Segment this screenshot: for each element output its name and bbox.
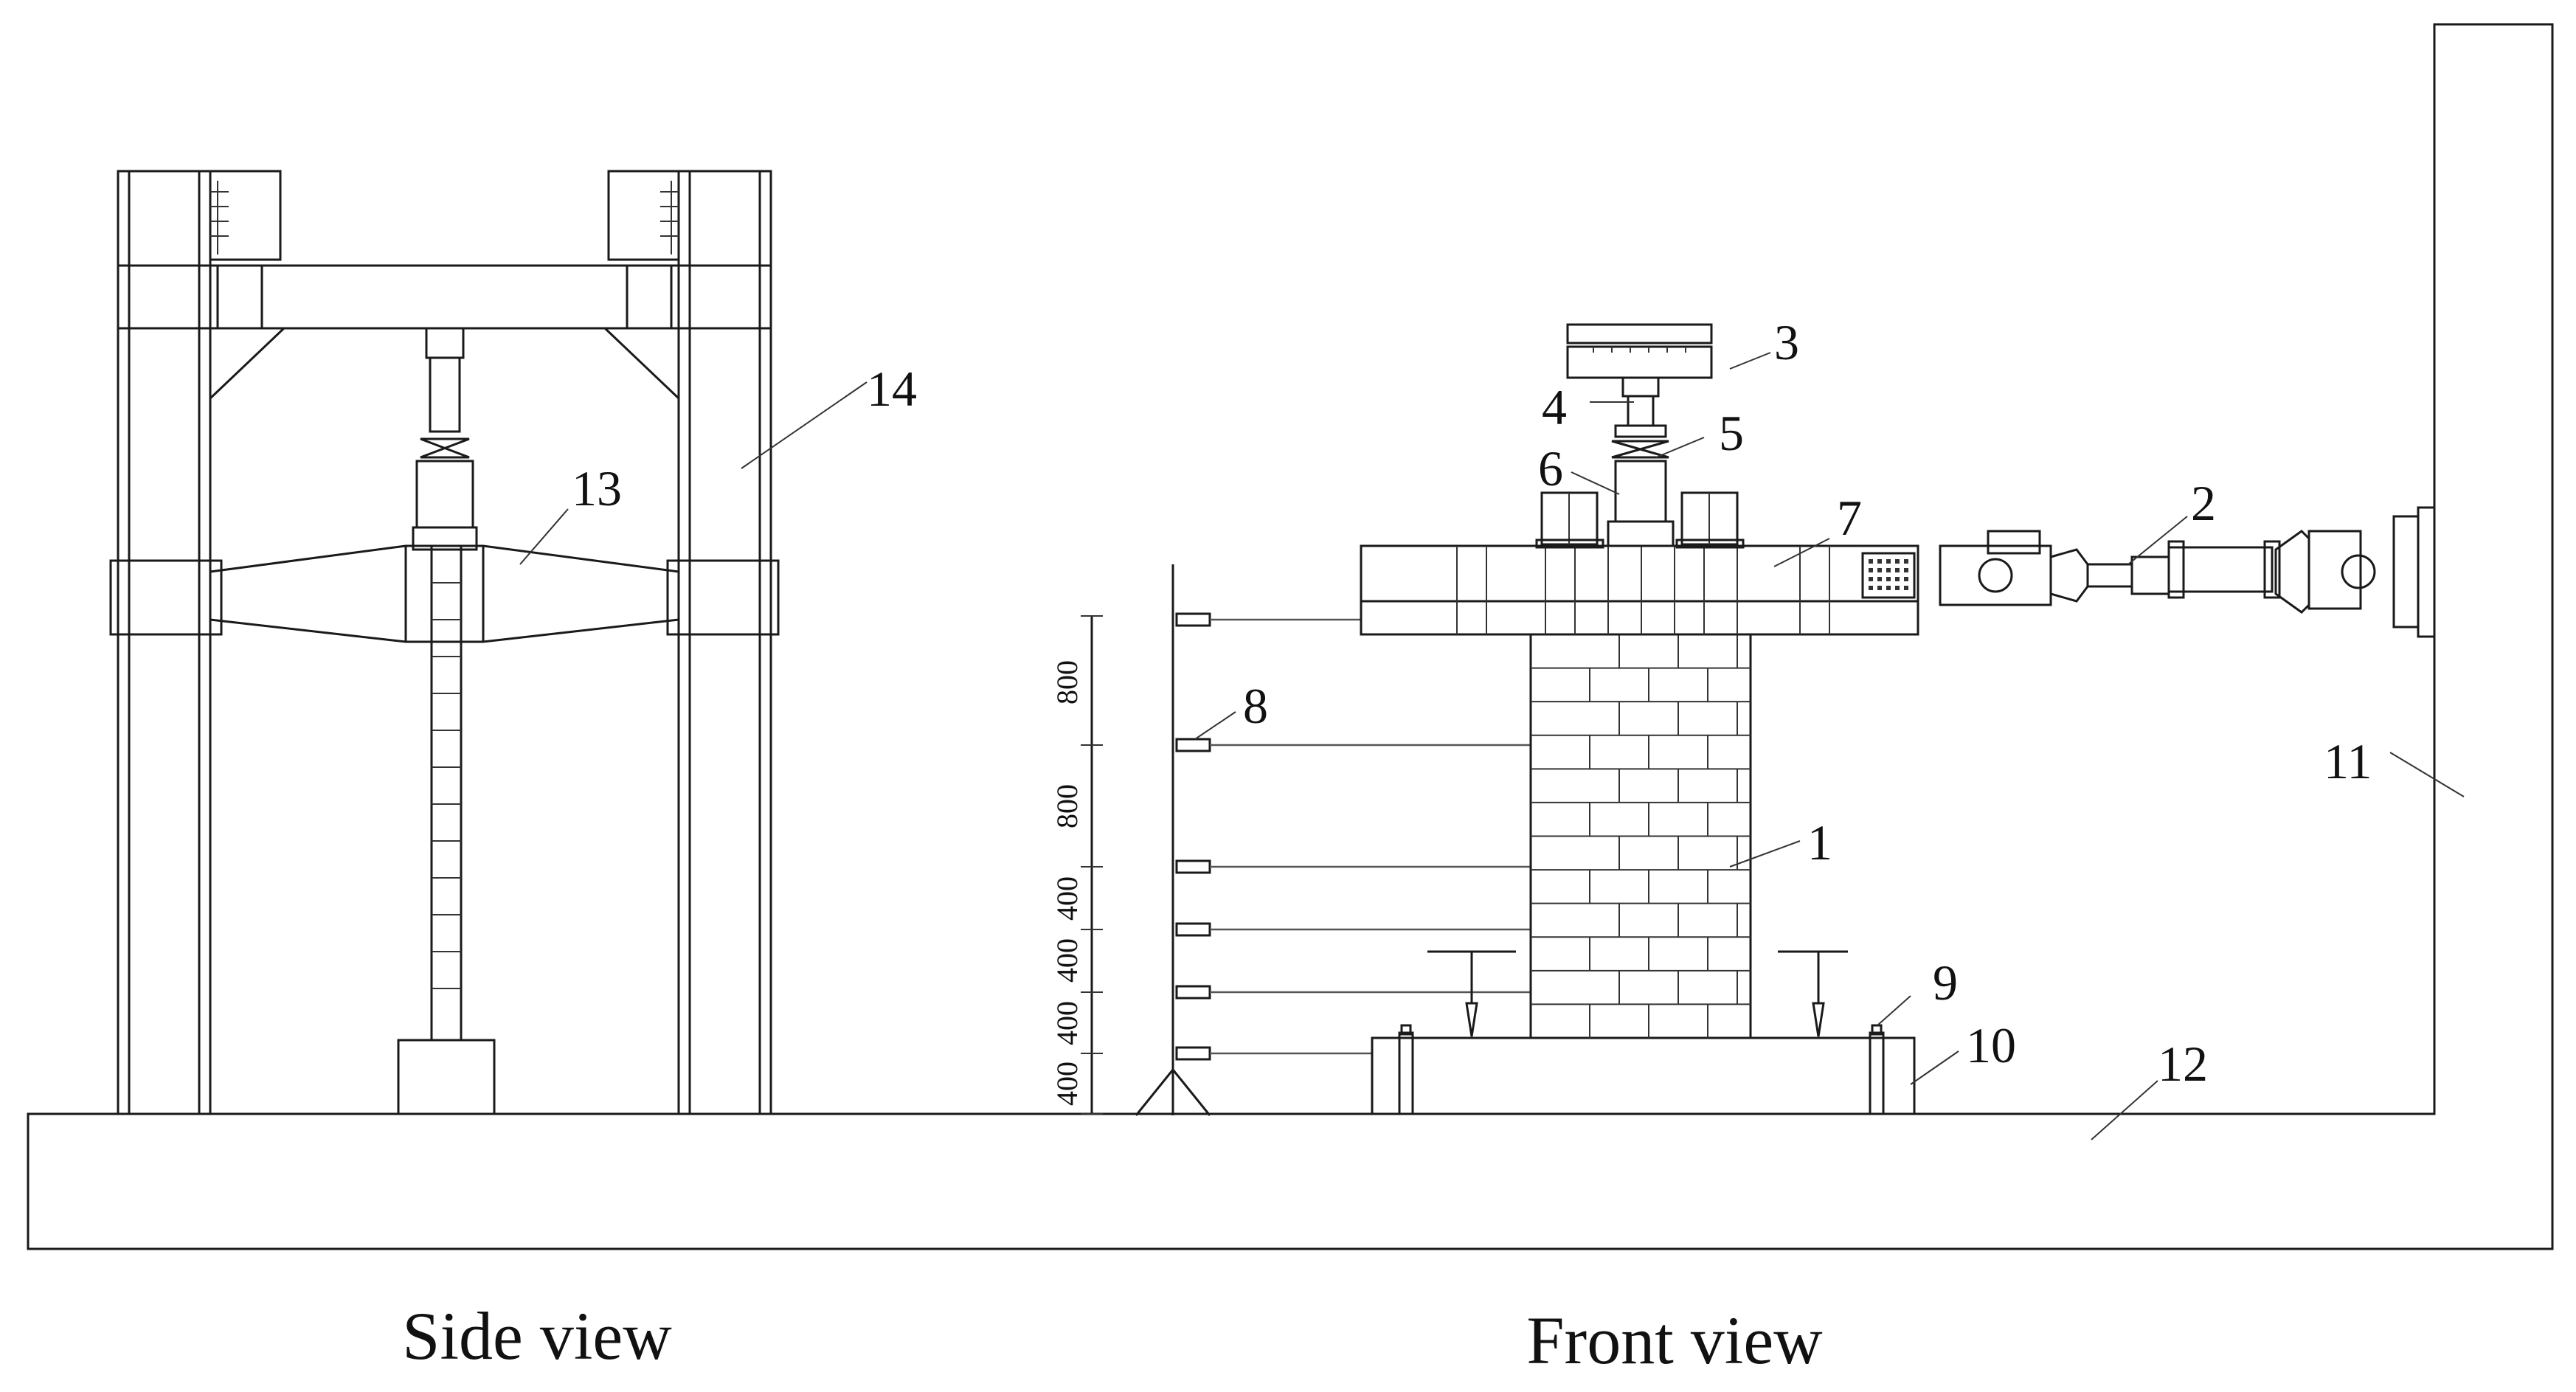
masonry-wall [1529,633,1752,1039]
horizontal-actuator [1939,506,2436,638]
vertical-gauges [1427,950,1848,1037]
side-left-column [117,170,282,1115]
label-8: 8 [1243,678,1268,734]
label-7: 7 [1837,490,1862,546]
label-9: 9 [1933,955,1958,1011]
dimension-line: 800 800 400 400 400 400 [1050,615,1103,1115]
dim-4: 400 [1050,938,1084,983]
label-4: 4 [1542,379,1567,435]
side-view [109,170,780,1115]
lvdt-wires [1175,612,1531,1061]
loading-beam [1360,544,1919,636]
label-10: 10 [1966,1017,2016,1073]
label-12: 12 [2158,1036,2208,1092]
label-14: 14 [867,361,917,417]
label-6: 6 [1538,440,1563,496]
side-top-beam [209,264,680,400]
front-view: 800 800 400 400 400 400 [1050,323,2436,1116]
dim-6: 400 [1050,1062,1084,1106]
label-5: 5 [1719,405,1744,461]
leader-lines [519,352,2465,1140]
label-1: 1 [1807,814,1832,870]
strong-floor [27,23,2554,1250]
caption-side-view: Side view [402,1298,672,1374]
part-labels: 1 2 3 4 5 6 7 8 9 10 11 12 13 14 [572,314,2372,1092]
label-11: 11 [2324,733,2372,789]
dim-2: 800 [1050,784,1084,828]
bolt-grid [1869,559,1908,590]
side-vertical-actuator [412,327,478,551]
dim-3: 400 [1050,876,1084,921]
top-blocks [1535,491,1745,549]
label-3: 3 [1774,314,1799,370]
side-right-column [607,170,772,1115]
dim-1: 800 [1050,660,1084,704]
label-13: 13 [572,460,622,516]
caption-front-view: Front view [1526,1303,1823,1378]
side-specimen [397,544,496,1115]
label-2: 2 [2191,475,2216,531]
vertical-loading-system [1566,323,1713,547]
dim-5: 400 [1050,1001,1084,1045]
displacement-frame [1135,564,1211,1116]
